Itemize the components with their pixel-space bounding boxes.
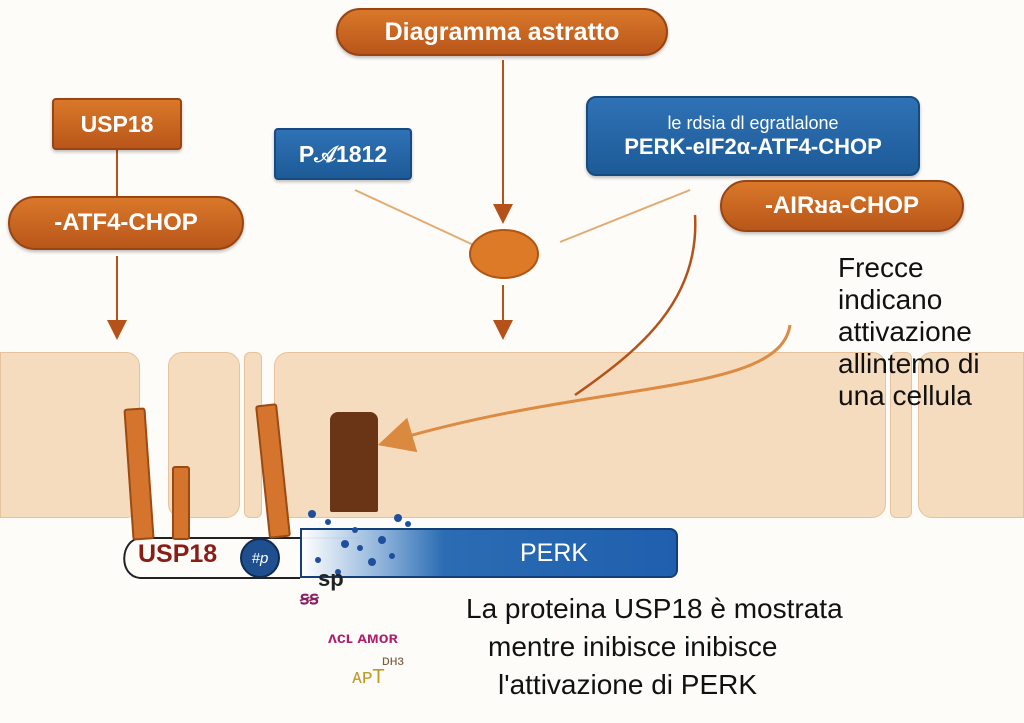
- caption-line: La proteina USP18 è mostrata: [466, 593, 843, 624]
- curve-arrow-pathway: [574, 214, 697, 397]
- membrane-segment: [890, 352, 912, 518]
- usp18-box-label: USP18: [80, 110, 154, 137]
- caption-line: l'attivazione di PERK: [498, 669, 758, 700]
- usp18-box: USP18: [52, 98, 182, 150]
- scribble-c: ᴧᴄʟ ᴀᴍᴏʀ: [328, 630, 398, 647]
- membrane-segment: [0, 352, 140, 518]
- usp18-membrane-label: USP18: [138, 540, 218, 568]
- title-box: Diagramma astratto: [336, 8, 668, 56]
- scribble-d: ᴅʜɜ: [382, 652, 404, 668]
- annotation-line: allintemo di: [838, 348, 980, 379]
- annotation-line: attivazione: [838, 316, 972, 347]
- convergence-node: [469, 229, 539, 279]
- caption-line: mentre inibisce inibisce: [488, 631, 778, 662]
- perk-luminal-domain: [330, 412, 378, 512]
- converge-line-left: [354, 189, 481, 249]
- curve-arrow-annotation: [377, 324, 792, 453]
- annotation-line: indicano: [838, 284, 943, 315]
- blue-label-box-text: P𝒜1812: [298, 140, 388, 167]
- perk-bar: PERK: [300, 528, 678, 578]
- scribble-a: sp: [318, 566, 344, 591]
- arrow-annotation: Frecce indicano attivazione allintemo di…: [838, 252, 980, 412]
- membrane-segment: [918, 352, 1024, 518]
- atf4-chop-box: -ATF4-CHOP: [8, 196, 244, 250]
- annotation-line: una cellula: [838, 380, 972, 411]
- annotation-line: Frecce: [838, 252, 924, 283]
- right-chop-box: -AIRᴚa-CHOP: [720, 180, 964, 232]
- usp18-marker-label: #p: [251, 549, 269, 567]
- pathway-box-line1: le rdsia dl egratlalone: [667, 113, 839, 133]
- converge-line-right: [559, 189, 691, 243]
- caption: La proteina USP18 è mostrata mentre inib…: [466, 590, 843, 704]
- atf4-chop-box-label: -ATF4-CHOP: [54, 209, 198, 236]
- usp18-marker: #p: [240, 538, 280, 578]
- transmembrane-rod: [172, 466, 190, 540]
- perk-label: PERK: [520, 538, 589, 567]
- pathway-box: le rdsia dl egratlalone PERK-eIF2α-ATF4-…: [586, 96, 920, 176]
- title-box-label: Diagramma astratto: [384, 17, 620, 46]
- pathway-box-line2: PERK-eIF2α-ATF4-CHOP: [624, 133, 882, 159]
- blue-label-box: P𝒜1812: [274, 128, 412, 180]
- scribble-b: ꞩꞩ: [300, 588, 319, 608]
- right-chop-box-label: -AIRᴚa-CHOP: [764, 192, 919, 219]
- scribble-e: ᴀᴘТ: [352, 666, 385, 688]
